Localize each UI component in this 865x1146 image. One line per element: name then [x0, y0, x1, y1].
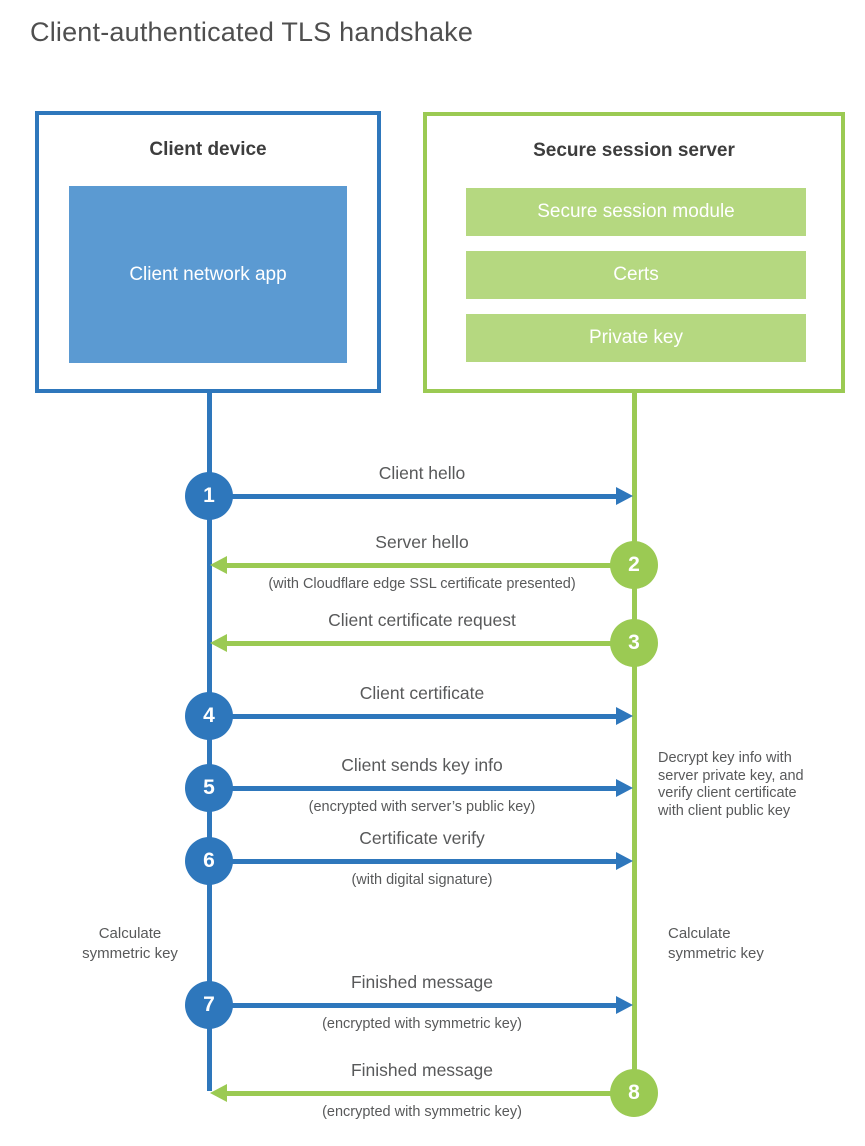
step-number-badge: 6 — [185, 837, 233, 885]
step-label: Certificate verify — [359, 828, 485, 848]
step-arrow-line — [212, 859, 617, 864]
step-label: Finished message — [350, 972, 494, 992]
client-device-box: Client device Client network app — [35, 111, 381, 393]
step-arrow-head-icon — [210, 1084, 227, 1102]
step-sublabel: (encrypted with server’s public key) — [308, 799, 536, 815]
client-network-app-label: Client network app — [129, 263, 287, 285]
step-sublabel: (with Cloudflare edge SSL certificate pr… — [268, 576, 576, 592]
calculate-symmetric-key-note-server: Calculate symmetric key — [668, 925, 764, 962]
page-title: Client-authenticated TLS handshake — [30, 17, 474, 47]
step-number-badge: 2 — [610, 541, 658, 589]
secure-session-server-box: Secure session server Secure session mod… — [423, 112, 845, 393]
server-module-certs: Certs — [466, 251, 806, 299]
server-module-label: Secure session module — [537, 201, 735, 222]
step-sublabel: (encrypted with symmetric key) — [322, 1104, 522, 1120]
decrypt-key-info-note: Decrypt key info with server private key… — [658, 750, 804, 819]
step-arrow-line — [212, 786, 617, 791]
client-device-title: Client device — [149, 139, 267, 160]
step-number-badge: 1 — [185, 472, 233, 520]
step-number-badge: 8 — [610, 1069, 658, 1117]
step-number-badge: 7 — [185, 981, 233, 1029]
step-number-badge: 4 — [185, 692, 233, 740]
step-arrow-head-icon — [616, 487, 633, 505]
step-arrow-line — [226, 641, 631, 646]
step-arrow-line — [212, 714, 617, 719]
server-module-secure-session: Secure session module — [466, 188, 806, 236]
step-label: Finished message — [350, 1060, 494, 1080]
client-network-app-box: Client network app — [69, 186, 347, 363]
step-arrow-line — [226, 1091, 631, 1096]
step-label: Client certificate — [359, 683, 485, 703]
server-module-label: Certs — [613, 264, 659, 285]
step-arrow-head-icon — [616, 779, 633, 797]
secure-session-server-title: Secure session server — [533, 140, 735, 161]
step-label: Client certificate request — [328, 610, 516, 630]
step-label: Client sends key info — [341, 755, 503, 775]
step-sublabel: (with digital signature) — [351, 872, 493, 888]
step-arrow-line — [212, 1003, 617, 1008]
step-arrow-head-icon — [210, 556, 227, 574]
step-arrow-head-icon — [210, 634, 227, 652]
step-number-badge: 3 — [610, 619, 658, 667]
client-lifeline — [207, 393, 212, 1091]
step-number-badge: 5 — [185, 764, 233, 812]
step-arrow-head-icon — [616, 996, 633, 1014]
step-arrow-head-icon — [616, 852, 633, 870]
calculate-symmetric-key-note-client: Calculate symmetric key — [82, 925, 178, 962]
step-arrow-head-icon — [616, 707, 633, 725]
step-label: Server hello — [375, 532, 469, 552]
step-arrow-line — [226, 563, 631, 568]
server-module-label: Private key — [589, 327, 683, 348]
step-label: Client hello — [378, 463, 466, 483]
server-lifeline — [632, 393, 637, 1095]
step-arrow-line — [212, 494, 617, 499]
server-module-private-key: Private key — [466, 314, 806, 362]
step-sublabel: (encrypted with symmetric key) — [322, 1016, 522, 1032]
